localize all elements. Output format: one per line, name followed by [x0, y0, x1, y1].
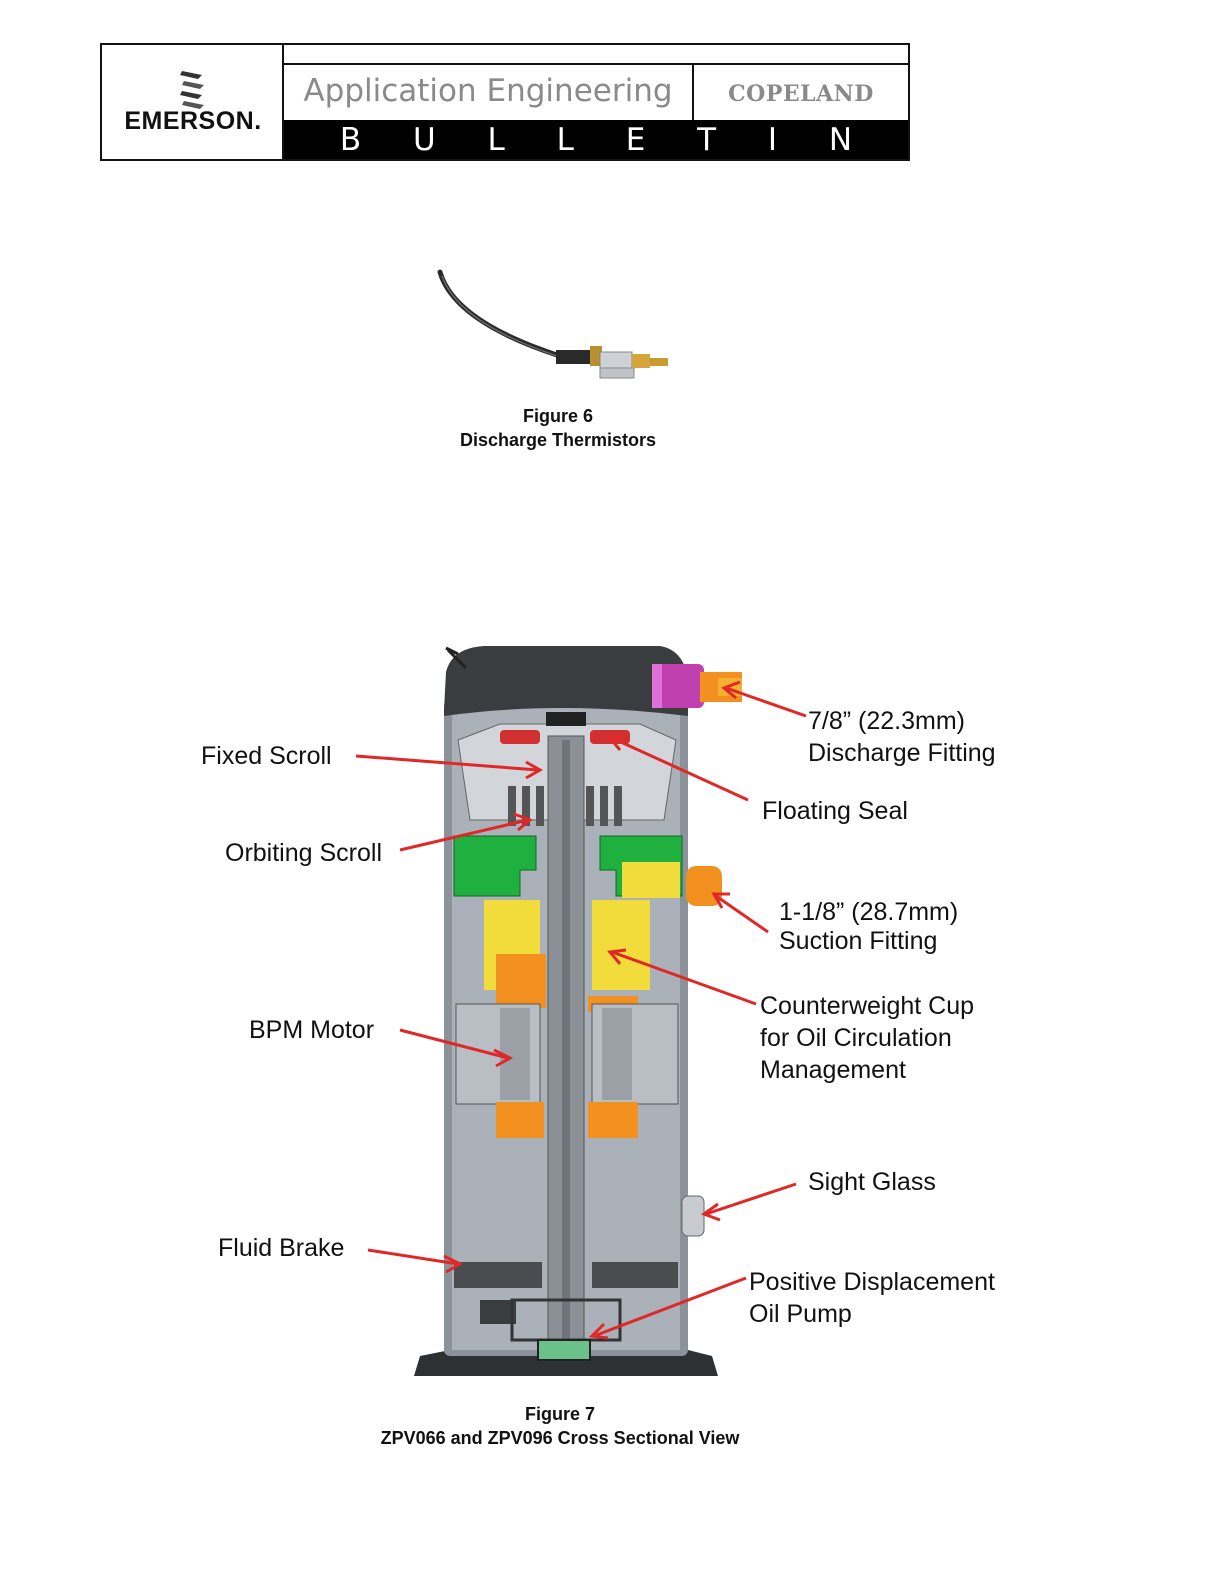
bulletin-letter: L: [487, 121, 505, 158]
label-counterweight-line3: Management: [760, 1056, 906, 1084]
label-suction-fitting-size: 1-1/8” (28.7mm): [779, 898, 959, 926]
bulletin-letter: L: [556, 121, 574, 158]
compressor-cross-section: [414, 646, 742, 1376]
figure-6-title: Discharge Thermistors: [459, 430, 657, 450]
bulletin-banner: B U L L E T I N: [284, 120, 908, 159]
figure-7-caption: Figure 7 ZPV066 and ZPV096 Cross Section…: [330, 1402, 790, 1450]
label-fluid-brake: Fluid Brake: [218, 1234, 345, 1262]
bulletin-letter: B: [339, 121, 362, 158]
bulletin-letter: U: [413, 121, 436, 158]
bulletin-letter: E: [625, 121, 646, 158]
label-fixed-scroll: Fixed Scroll: [201, 742, 332, 770]
bulletin-letter: I: [767, 121, 778, 158]
label-discharge-fitting-name: Discharge Fitting: [808, 739, 996, 767]
figure-6-number: Figure 6: [522, 406, 593, 426]
emerson-logo: EMERSON.: [102, 45, 284, 159]
bulletin-letter: N: [828, 121, 853, 158]
section-title: Application Engineering: [284, 65, 694, 120]
bulletin-header: EMERSON. Application Engineering COPELAN…: [100, 43, 910, 161]
label-bpm-motor: BPM Motor: [249, 1016, 375, 1044]
callout-arrows: [355, 680, 807, 1340]
label-suction-fitting: 1-1/8” (28.7mm) Suction Fitting: [779, 898, 958, 956]
label-counterweight-line2: for Oil Circulation: [760, 1024, 952, 1052]
label-floating-seal: Floating Seal: [762, 797, 908, 825]
label-oil-pump-line1: Positive Displacement: [749, 1268, 995, 1296]
bulletin-letter: T: [697, 121, 717, 158]
figure-7-number: Figure 7: [524, 1404, 595, 1424]
label-discharge-fitting: 7/8” (22.3mm) Discharge Fitting: [808, 705, 996, 769]
label-oil-pump-line2: Oil Pump: [749, 1300, 852, 1328]
label-counterweight-line1: Counterweight Cup: [760, 992, 975, 1020]
label-discharge-fitting-size: 7/8” (22.3mm): [808, 707, 965, 735]
thermistor-image: [437, 269, 668, 379]
figure-6-caption: Figure 6 Discharge Thermistors: [400, 404, 716, 452]
header-top-strip: [284, 45, 908, 65]
label-oil-pump: Positive Displacement Oil Pump: [749, 1266, 995, 1330]
emerson-logo-icon: [180, 71, 204, 109]
label-counterweight-cup: Counterweight Cup for Oil Circulation Ma…: [760, 990, 974, 1086]
figure-7-title: ZPV066 and ZPV096 Cross Sectional View: [380, 1428, 740, 1448]
label-orbiting-scroll: Orbiting Scroll: [225, 839, 382, 867]
label-suction-fitting-name: Suction Fitting: [779, 927, 938, 955]
emerson-wordmark: EMERSON.: [124, 107, 262, 135]
label-sight-glass: Sight Glass: [808, 1168, 936, 1196]
copeland-logo: COPELAND: [728, 81, 874, 107]
